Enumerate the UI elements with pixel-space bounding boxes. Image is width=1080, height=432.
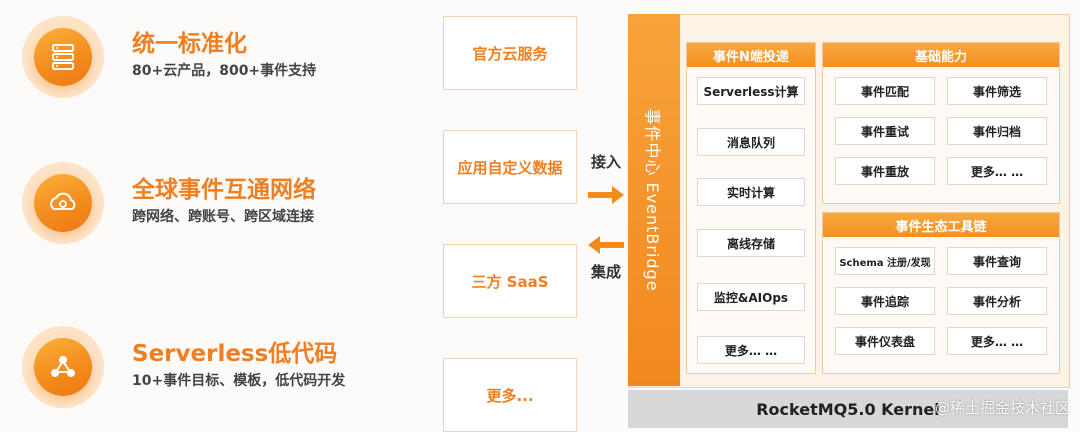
feature-serverless-lowcode: Serverless低代码 10+事件目标、模板，低代码开发 (22, 326, 422, 416)
cloud-network-icon (50, 192, 76, 210)
capabilities-group-title: 基础能力 (823, 43, 1059, 67)
watermark: @稀土掘金技术社区 (934, 399, 1070, 417)
feature-badge (22, 162, 104, 244)
delivery-item: 更多… … (697, 336, 805, 364)
server-stack-icon (52, 44, 74, 70)
delivery-item: 消息队列 (697, 128, 805, 156)
capability-item: 事件筛选 (947, 77, 1047, 105)
feature-subtitle: 跨网络、跨账号、跨区域连接 (132, 209, 314, 225)
delivery-item: 实时计算 (697, 178, 805, 206)
capability-item: 更多… … (947, 157, 1047, 185)
feature-subtitle: 10+事件目标、模板，低代码开发 (132, 373, 346, 389)
feature-badge (22, 16, 104, 98)
feature-subtitle: 80+云产品，800+事件支持 (132, 63, 317, 79)
capabilities-group: 基础能力 事件匹配 事件筛选 事件重试 事件归档 事件重放 更多… … (822, 42, 1060, 204)
feature-title: 全球事件互通网络 (132, 177, 316, 203)
eventbridge-label: 事件中心 EventBridge (643, 108, 662, 292)
feature-title: Serverless低代码 (132, 341, 338, 367)
toolchain-item: 事件仪表盘 (835, 327, 935, 355)
right-arrow-icon (588, 186, 624, 204)
integrate-label: 集成 (591, 263, 622, 281)
delivery-group: 事件N端投递 Serverless计算 消息队列 实时计算 离线存储 监控&AI… (686, 42, 816, 374)
source-third-party-saas: 三方 SaaS (443, 244, 577, 318)
toolchain-group-title: 事件生态工具链 (823, 213, 1059, 237)
source-more: 更多... (443, 358, 577, 432)
ingest-label: 接入 (591, 153, 622, 171)
source-custom-app-data: 应用自定义数据 (443, 130, 577, 204)
capability-item: 事件重放 (835, 157, 935, 185)
node-cluster-icon (51, 356, 75, 377)
toolchain-item: Schema 注册/发现 (835, 247, 935, 275)
left-arrow-icon (588, 236, 624, 254)
toolchain-item: 事件查询 (947, 247, 1047, 275)
feature-global-network: 全球事件互通网络 跨网络、跨账号、跨区域连接 (22, 162, 422, 252)
capability-item: 事件重试 (835, 117, 935, 145)
delivery-item: 离线存储 (697, 229, 805, 257)
delivery-item: 监控&AIOps (697, 283, 805, 311)
toolchain-item: 事件追踪 (835, 287, 935, 315)
feature-title: 统一标准化 (132, 31, 247, 57)
toolchain-group: 事件生态工具链 Schema 注册/发现 事件查询 事件追踪 事件分析 事件仪表… (822, 212, 1060, 374)
rocketmq-kernel-bar: RocketMQ5.0 Kernel (628, 390, 1068, 428)
feature-standardization: 统一标准化 80+云产品，800+事件支持 (22, 16, 422, 106)
capability-item: 事件归档 (947, 117, 1047, 145)
feature-badge (22, 326, 104, 408)
toolchain-item: 事件分析 (947, 287, 1047, 315)
toolchain-item: 更多… … (947, 327, 1047, 355)
feature-list: 统一标准化 80+云产品，800+事件支持 全球事件互通网络 跨网络、跨账号、跨… (0, 0, 420, 432)
eventbridge-bar (628, 14, 680, 386)
capability-item: 事件匹配 (835, 77, 935, 105)
delivery-item: Serverless计算 (697, 77, 805, 105)
source-official-cloud: 官方云服务 (443, 16, 577, 90)
delivery-group-title: 事件N端投递 (687, 43, 815, 67)
